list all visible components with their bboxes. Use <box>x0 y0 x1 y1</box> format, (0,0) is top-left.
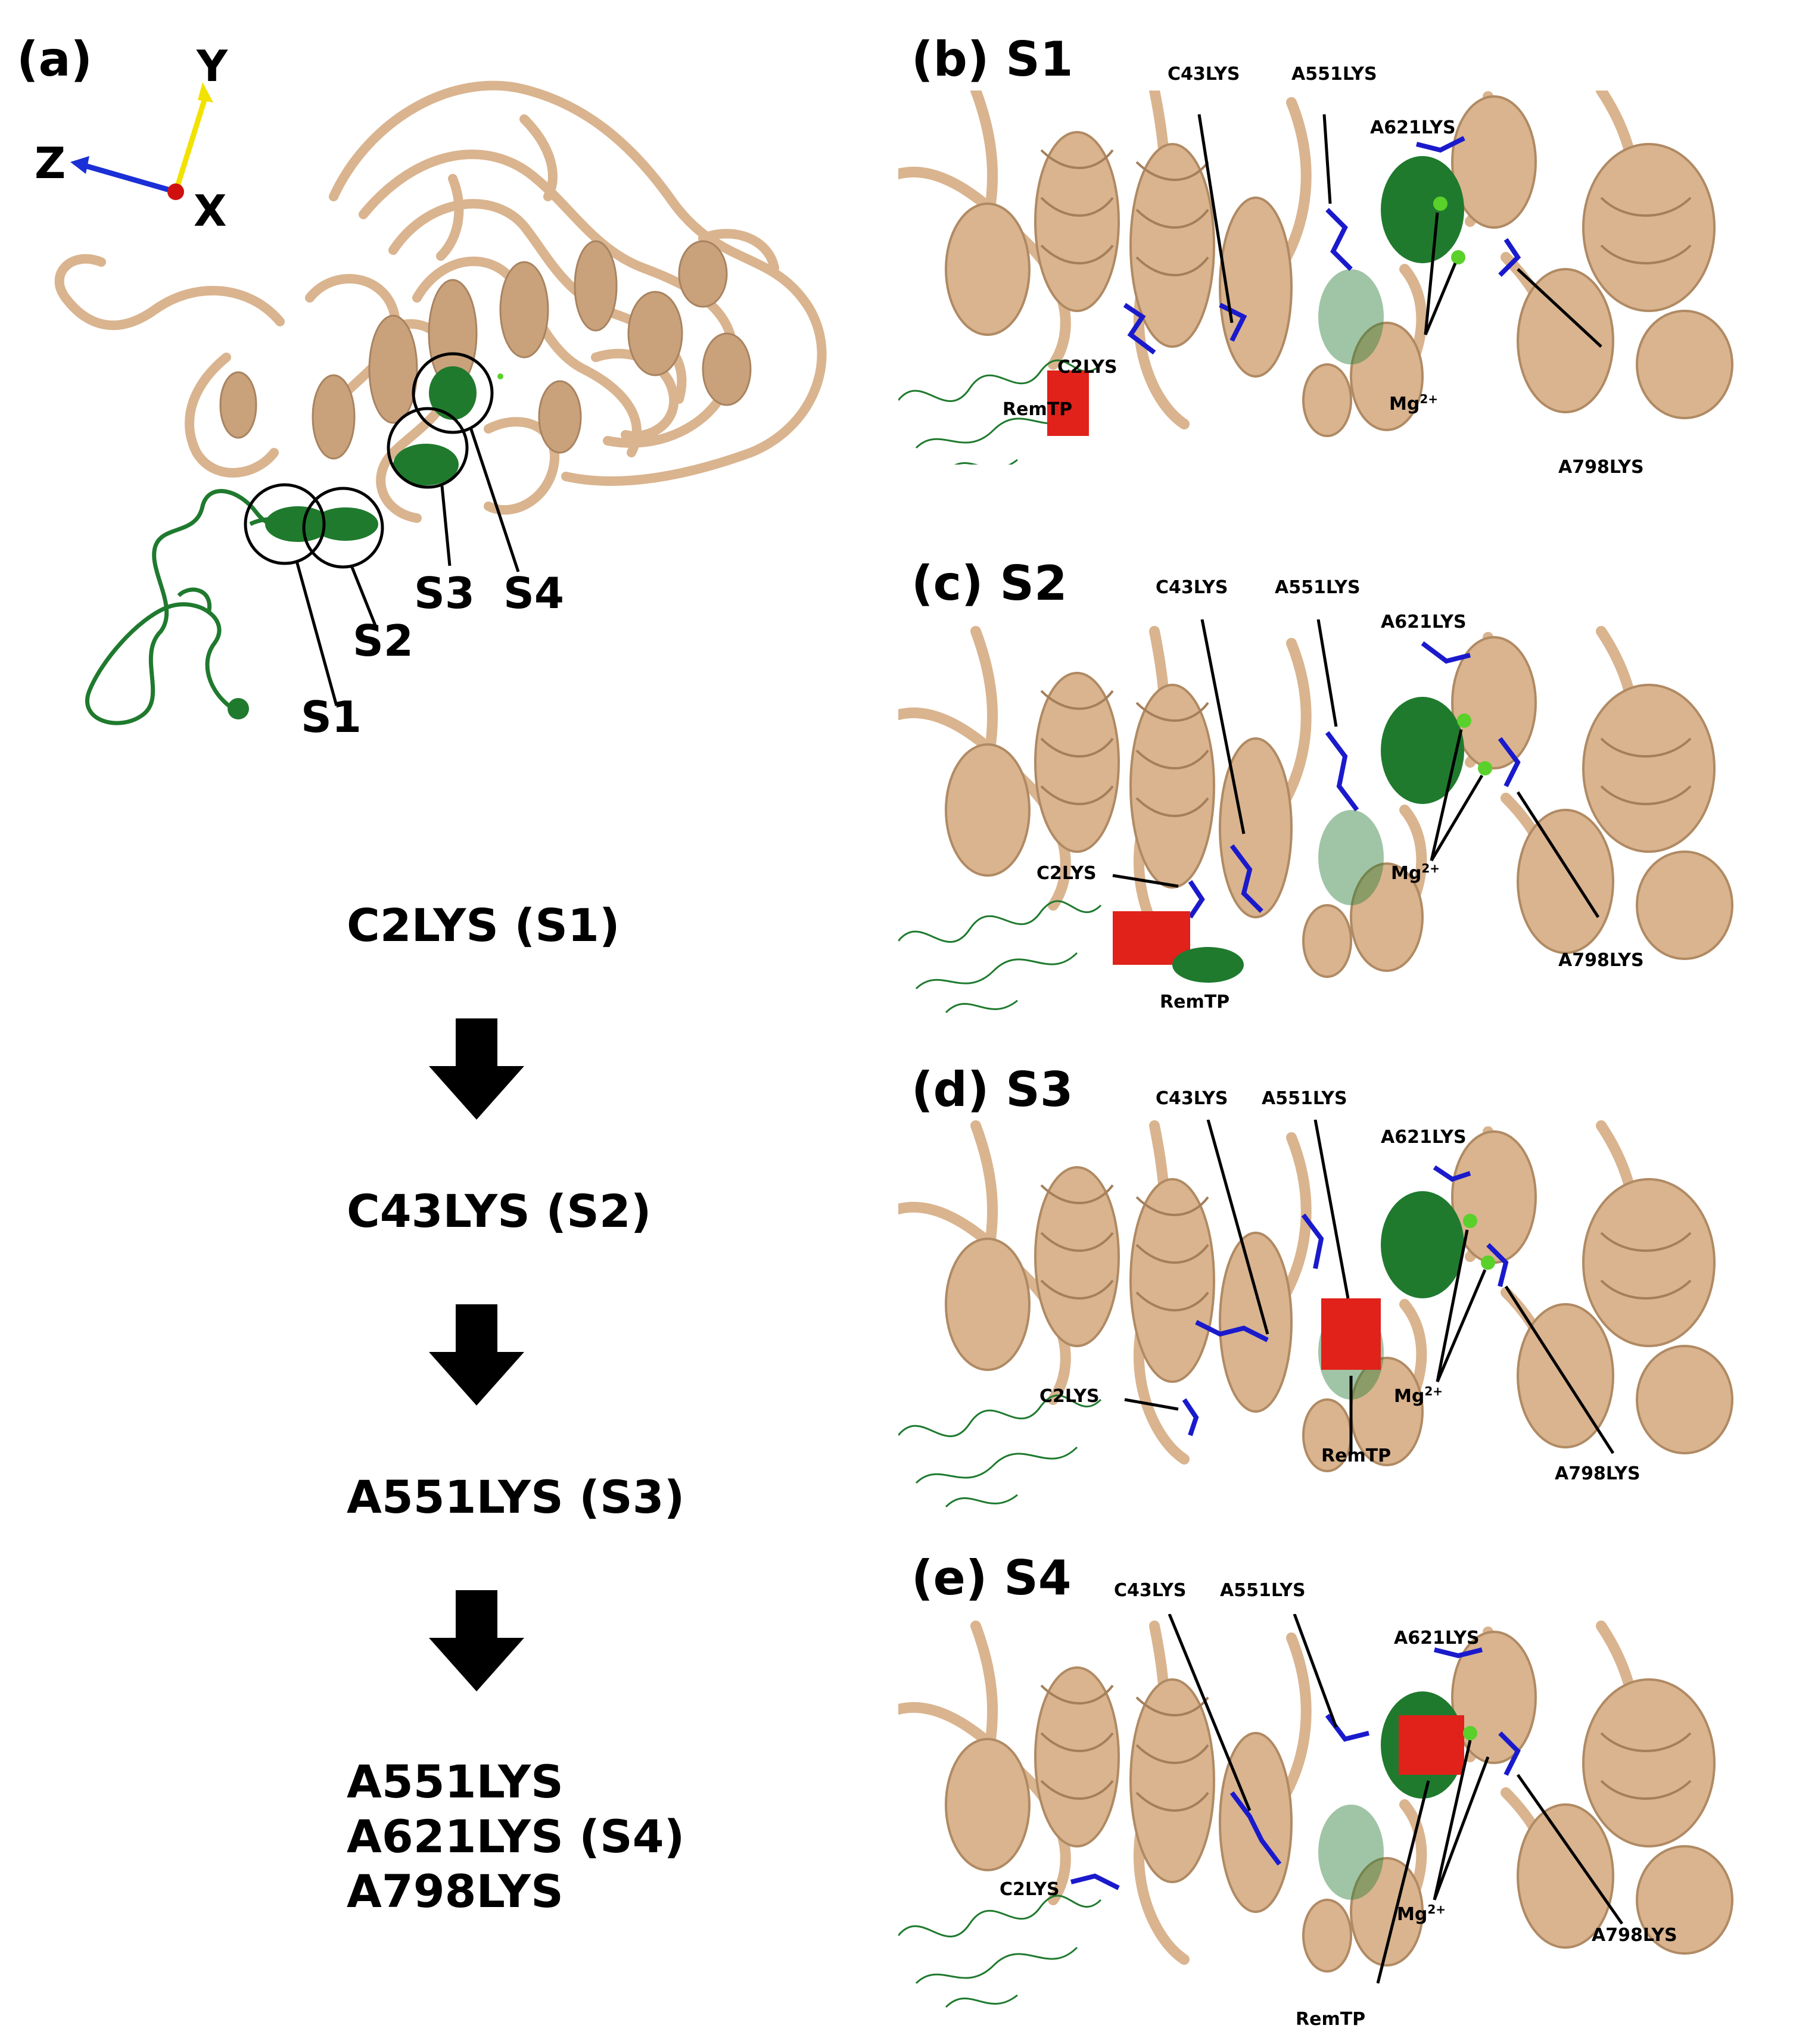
remtp-b <box>1047 370 1089 436</box>
panel-d-label: (d) S3 <box>911 1062 1073 1117</box>
panel-e-c43-label: C43LYS <box>1114 1580 1187 1601</box>
panel-e-remtp-label: RemTP <box>1296 2009 1366 2030</box>
flow-step-4-line-1: A551LYS <box>347 1755 564 1808</box>
panel-d-c2-label: C2LYS <box>1039 1386 1100 1407</box>
flow-arrow-3 <box>429 1590 524 1691</box>
panel-d-c43-label: C43LYS <box>1156 1088 1228 1109</box>
flow-step-4-line-2: A621LYS (S4) <box>347 1810 685 1863</box>
flow-step-1: C2LYS (S1) <box>347 899 620 952</box>
protein-helices <box>219 240 752 460</box>
panel-e-a798-label: A798LYS <box>1592 1925 1677 1946</box>
panel-d-a798-label: A798LYS <box>1555 1463 1641 1484</box>
site-label-s2: S2 <box>353 616 413 666</box>
annotation-leaders-c <box>1112 619 1600 918</box>
site-leader-lines <box>295 427 520 706</box>
panel-c-a621-label: A621LYS <box>1381 612 1467 632</box>
panel-a-label: (a) <box>17 32 93 87</box>
flow-step-3: A551LYS (S3) <box>347 1470 685 1523</box>
panel-a-structure <box>0 0 870 774</box>
annotation-leaders-d <box>1124 1120 1615 1454</box>
panel-d-frame <box>898 1120 1762 1513</box>
panel-b-frame <box>898 91 1762 465</box>
panel-b-c43-label: C43LYS <box>1168 64 1240 85</box>
panel-e-a551-label: A551LYS <box>1220 1580 1306 1601</box>
site-label-s1: S1 <box>301 692 362 742</box>
panel-c-c43-label: C43LYS <box>1156 577 1228 598</box>
trajectory-clusters <box>228 366 503 719</box>
flow-arrow-2 <box>429 1304 524 1406</box>
mg-ions-c <box>1457 713 1492 775</box>
panel-e-label: (e) S4 <box>911 1550 1072 1606</box>
panel-d-a551-label: A551LYS <box>1262 1088 1347 1109</box>
site-circles <box>244 352 494 569</box>
panel-d-mg-label: Mg2+ <box>1394 1384 1443 1407</box>
lysine-sticks-d <box>1182 1165 1509 1437</box>
panel-c-frame <box>898 619 1762 1024</box>
panel-b-a798-label: A798LYS <box>1558 457 1644 478</box>
panel-c-label: (c) S2 <box>911 556 1067 611</box>
axis-label-x: X <box>194 186 227 236</box>
panel-e-mg-label: Mg2+ <box>1397 1902 1446 1925</box>
axis-label-z: Z <box>35 138 66 188</box>
panel-c-c2-label: C2LYS <box>1036 863 1097 884</box>
panel-b-remtp-label: RemTP <box>1003 399 1073 420</box>
panel-b-c2-label: C2LYS <box>1057 357 1117 378</box>
remtp-e <box>1399 1715 1464 1775</box>
panel-e-frame <box>898 1614 1762 2025</box>
flow-step-2: C43LYS (S2) <box>347 1185 652 1238</box>
panel-d-a621-label: A621LYS <box>1381 1127 1467 1148</box>
panel-e-a621-label: A621LYS <box>1394 1628 1480 1649</box>
remtp-d <box>1321 1298 1381 1370</box>
flow-arrow-1 <box>429 1018 524 1120</box>
site-label-s3: S3 <box>414 568 475 618</box>
panel-b-a621-label: A621LYS <box>1370 117 1456 138</box>
panel-c-a798-label: A798LYS <box>1558 950 1644 971</box>
mg-ions-b <box>1433 197 1465 264</box>
panel-e-c2-label: C2LYS <box>1000 1879 1060 1900</box>
protein-ribbon <box>54 80 827 523</box>
lysine-sticks-c <box>1188 641 1521 919</box>
panel-b-mg-label: Mg2+ <box>1389 392 1439 415</box>
panel-c-remtp-label: RemTP <box>1160 992 1230 1012</box>
lysine-sticks-b <box>1123 136 1521 355</box>
panel-c-a551-label: A551LYS <box>1275 577 1361 598</box>
mg-ions-e <box>1463 1726 1477 1740</box>
site-label-s4: S4 <box>503 568 564 618</box>
panel-c-mg-label: Mg2+ <box>1391 861 1440 884</box>
axis-label-y: Y <box>197 41 228 91</box>
mg-ions-d <box>1463 1214 1495 1270</box>
annotation-leaders-b <box>1197 114 1602 348</box>
flow-step-4-line-3: A798LYS <box>347 1865 564 1918</box>
annotation-leaders-e <box>1168 1614 1624 1984</box>
panel-b-label: (b) S1 <box>911 32 1073 87</box>
panel-d-remtp-label: RemTP <box>1321 1445 1392 1466</box>
axes-glyph <box>70 82 213 200</box>
panel-b-a551-label: A551LYS <box>1291 64 1377 85</box>
